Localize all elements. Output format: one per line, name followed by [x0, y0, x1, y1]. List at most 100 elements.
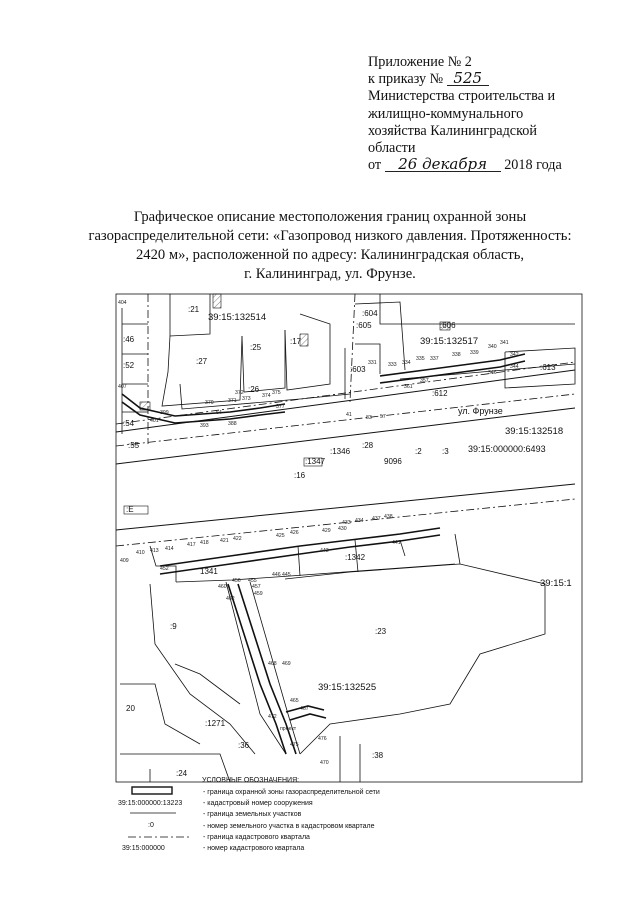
- point-414: 414: [165, 546, 174, 552]
- order-number-line: к приказу № 525: [368, 71, 638, 88]
- point-417: 417: [187, 542, 196, 548]
- point-445: 445: [282, 572, 291, 578]
- legend-sample-parcel-no: :0: [148, 822, 154, 829]
- point-401: 401: [150, 418, 159, 424]
- quarter-132525: 39:15:132525: [318, 682, 376, 693]
- date-prefix: от: [368, 157, 382, 174]
- point-468: 468: [268, 661, 277, 667]
- parcel-boundaries-lower: [120, 533, 546, 783]
- parcel-24: :24: [176, 769, 188, 778]
- title-line-1: Графическое описание местоположения гран…: [133, 209, 527, 225]
- parcel-23: :23: [375, 627, 387, 636]
- point-335: 335: [416, 356, 425, 362]
- parcel-54: :54: [123, 419, 135, 428]
- legend-parcel-text: - граница земельных участков: [203, 811, 302, 818]
- quarter-labels: 39:15:132514 39:15:132517 39:15:132518 3…: [208, 312, 572, 693]
- point-418: 418: [200, 540, 209, 546]
- point-344: 344: [510, 364, 519, 370]
- point-407: 407: [118, 384, 127, 390]
- parcel-612: :612: [432, 389, 448, 398]
- parcel-605: :605: [356, 321, 372, 330]
- legend-sample-structure: 39:15:000000:13223: [118, 800, 182, 807]
- title-line-4: г. Калининград, ул. Фрунзе.: [244, 266, 416, 282]
- order-prefix: к приказу №: [368, 71, 444, 88]
- point-373: 373: [242, 396, 251, 402]
- point-341: 341: [500, 340, 509, 346]
- point-337: 337: [430, 356, 439, 362]
- legend-quarter-no-text: - номер кадастрового квартала: [203, 845, 304, 852]
- point-375: 375: [272, 390, 281, 396]
- quarter-132515-partial: 39:15:1: [540, 578, 572, 589]
- map-frame: [115, 293, 583, 783]
- point-409: 409: [120, 558, 129, 564]
- point-429: 429: [322, 528, 331, 534]
- point-labels: 404 407 401 399 370 371 372 373 374 375 …: [118, 300, 519, 766]
- point-455: 455: [248, 578, 257, 584]
- parcel-55: :55: [128, 441, 140, 450]
- parcel-2: :2: [415, 447, 422, 456]
- point-413: 413: [150, 548, 159, 554]
- legend-parcel-no-text: - номер земельного участка в кадастровом…: [203, 823, 375, 830]
- parcel-1347: :1347: [305, 457, 326, 466]
- parcel-1346: :1346: [330, 447, 351, 456]
- point-372: 372: [235, 390, 244, 396]
- title-line-2: газораспределительной сети: «Газопровод …: [88, 228, 572, 244]
- point-459: 459: [254, 591, 263, 597]
- point-371: 371: [228, 398, 237, 404]
- point-469: 469: [282, 661, 291, 667]
- parcel-21: :21: [188, 305, 200, 314]
- point-456: 456: [232, 578, 241, 584]
- point-422: 422: [233, 536, 242, 542]
- parcel-20: 20: [126, 704, 135, 713]
- parcel-613: :613: [540, 363, 556, 372]
- point-331: 331: [368, 360, 377, 366]
- parcel-26: :26: [248, 385, 260, 394]
- parcel-9: :9: [170, 622, 177, 631]
- quarter-boundaries: [115, 293, 576, 547]
- order-number-handwritten: 525: [446, 71, 489, 87]
- quarter-132517: 39:15:132517: [420, 336, 478, 347]
- point-346: 346: [488, 370, 497, 376]
- gas-pipeline-protection-zone: [121, 353, 526, 755]
- point-338: 338: [452, 352, 461, 358]
- point-475: 475: [290, 742, 299, 748]
- quarter-132518: 39:15:132518: [505, 426, 563, 437]
- note-83: 83: [366, 415, 372, 421]
- point-370: 370: [205, 400, 214, 406]
- title-line-3: 2420 м», расположенной по адресу: Калини…: [136, 247, 524, 263]
- point-334: 334: [402, 360, 411, 366]
- parcel-1271: :1271: [205, 719, 226, 728]
- point-437: 437: [372, 516, 381, 522]
- point-425: 425: [276, 533, 285, 539]
- note-57: 57: [380, 414, 386, 420]
- point-357: 357: [420, 378, 429, 384]
- note-41: 41: [346, 412, 352, 418]
- order-header: Приложение № 2 к приказу № 525 Министерс…: [368, 54, 638, 174]
- order-date-line: от 26 декабря 2018 года: [368, 157, 638, 174]
- buildings: [123, 293, 451, 515]
- point-404: 404: [118, 300, 127, 306]
- note-proekt: проект: [280, 726, 297, 732]
- legend-quarter-text: - граница кадастрового квартала: [203, 834, 310, 841]
- point-465: 465: [290, 698, 299, 704]
- cadastral-map: :21 :27 :25 :17 :26 :604 :605 :606 :603 …: [115, 293, 583, 852]
- legend-title: УСЛОВНЫЕ ОБОЗНАЧЕНИЯ:: [202, 777, 299, 784]
- parcel-27: :27: [196, 357, 208, 366]
- date-suffix: 2018 года: [504, 157, 562, 174]
- document-title: Графическое описание местоположения гран…: [40, 208, 620, 284]
- parcel-36: :36: [238, 741, 250, 750]
- parcel-603: :603: [350, 365, 366, 374]
- point-460: 460: [218, 584, 227, 590]
- parcel-25: :25: [250, 343, 262, 352]
- legend-zone-text: - граница охранной зоны газораспределите…: [203, 788, 380, 796]
- point-462: 462: [226, 596, 235, 602]
- point-394: 393: [200, 423, 209, 429]
- point-446: 446: [272, 572, 281, 578]
- legend-sample-quarter-no: 39:15:000000: [122, 845, 165, 852]
- point-421: 421: [220, 538, 229, 544]
- ministry-line-3: хозяйства Калининградской: [368, 122, 537, 139]
- point-333: 333: [388, 362, 397, 368]
- point-438: 438: [384, 514, 393, 520]
- point-467: 467: [300, 706, 309, 712]
- parcel-boundaries-upper: [121, 294, 576, 434]
